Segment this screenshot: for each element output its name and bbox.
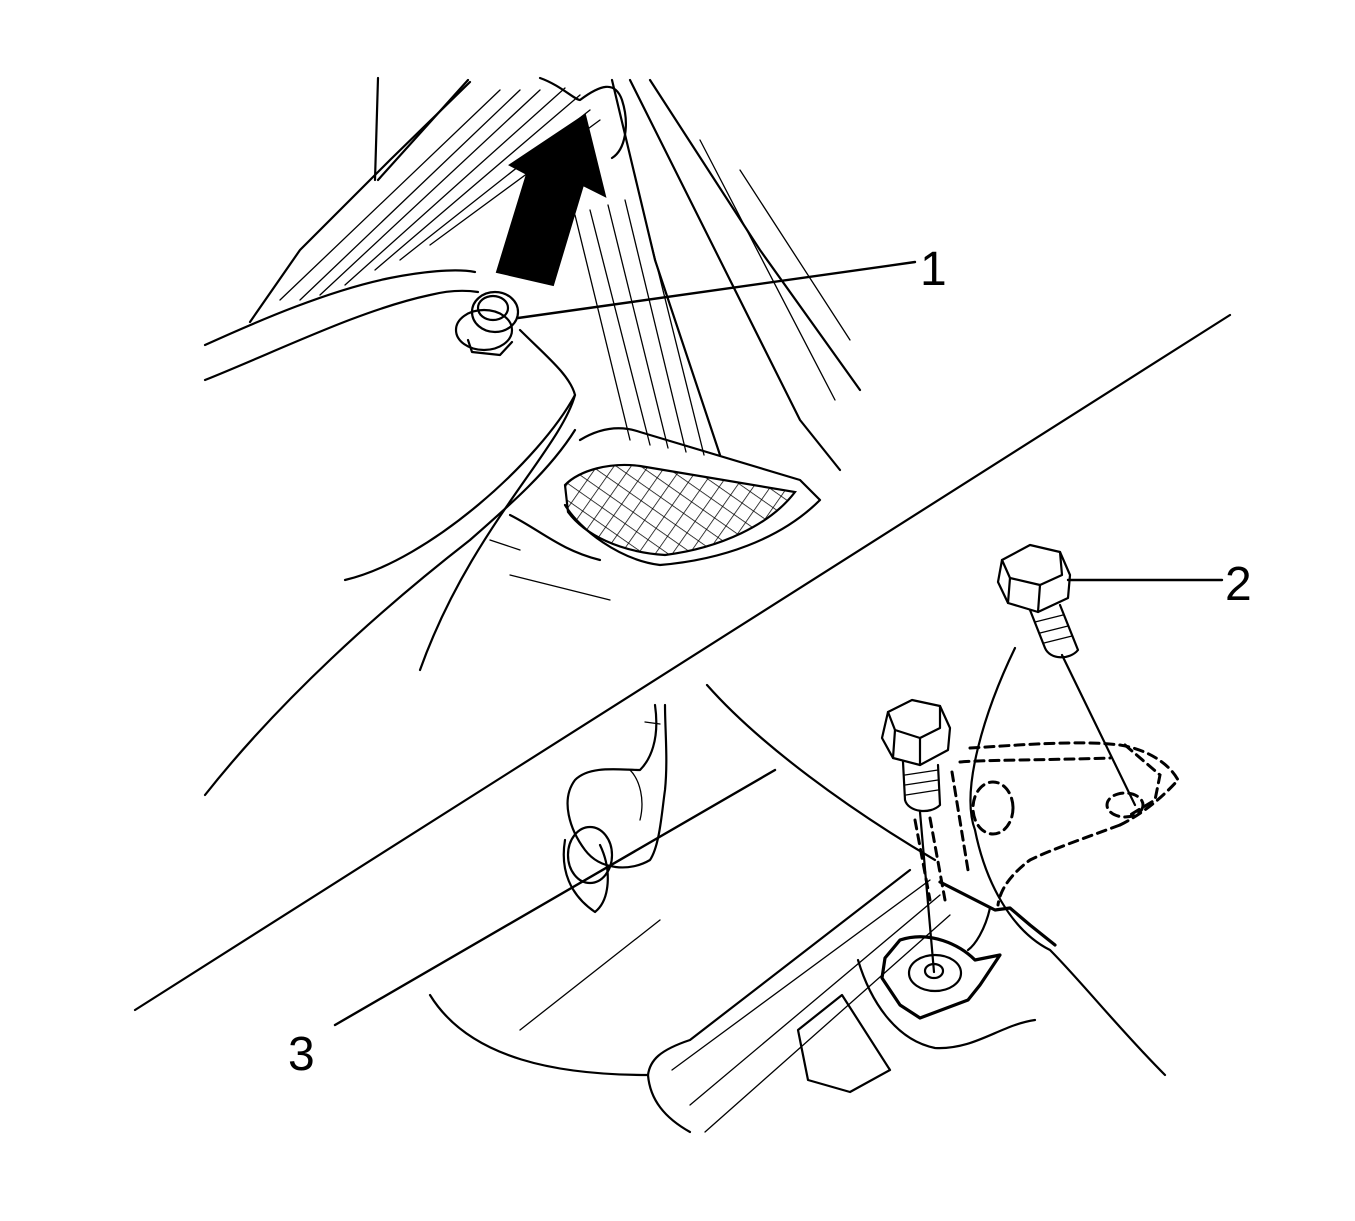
speaker-grille — [563, 463, 797, 557]
pillar-ribbing-left — [279, 87, 601, 301]
callout-2: 2 — [1066, 558, 1252, 611]
view-divider-line — [133, 313, 1232, 1012]
anchor-bolt-installed — [880, 698, 952, 974]
push-pin-retainer — [454, 290, 520, 357]
anchor-plate — [880, 935, 1002, 1020]
lower-anchor-view — [428, 543, 1180, 1134]
upper-trim-view — [203, 76, 862, 797]
callout-3: 3 — [288, 768, 777, 1081]
callout-1: 1 — [516, 243, 947, 320]
callout-3-label: 3 — [288, 1028, 315, 1081]
callout-2-label: 2 — [1225, 558, 1252, 611]
hidden-anchor-outline — [913, 741, 1180, 907]
pillar-ribbing-right — [574, 139, 851, 456]
removal-direction-arrow — [495, 113, 607, 287]
callout-1-label: 1 — [920, 243, 947, 296]
anchor-bolt-removed — [996, 543, 1137, 807]
